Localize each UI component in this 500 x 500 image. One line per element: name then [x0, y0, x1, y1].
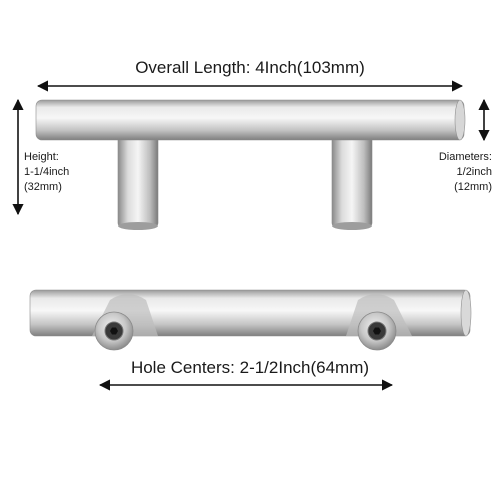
- mounting-post-right: [346, 294, 412, 351]
- hex-socket-icon: [110, 327, 118, 335]
- height-label-line2: 1-1/4inch: [24, 165, 70, 178]
- diameter-label-line3: (12mm): [454, 180, 492, 193]
- hex-socket-icon: [373, 327, 381, 335]
- handle-leg-right: [331, 127, 373, 227]
- diameter-label-line2: 1/2inch: [456, 165, 492, 178]
- height-label-line3: (32mm): [24, 180, 62, 193]
- handle-leg-left: [117, 127, 159, 227]
- height-label-line1: Height:: [24, 151, 59, 163]
- handle-back-view: [29, 289, 472, 351]
- overall-length-label: Overall Length: 4Inch(103mm): [135, 58, 365, 77]
- handle-side-view: [35, 99, 466, 230]
- mounting-post-left: [92, 294, 158, 351]
- diameter-label: Diameters: 1/2inch (12mm): [439, 150, 492, 195]
- diameter-label-line1: Diameters:: [438, 151, 492, 163]
- handle-bar: [35, 99, 465, 141]
- height-label: Height: 1-1/4inch (32mm): [24, 150, 69, 195]
- hole-centers-label: Hole Centers: 2-1/2Inch(64mm): [130, 358, 370, 377]
